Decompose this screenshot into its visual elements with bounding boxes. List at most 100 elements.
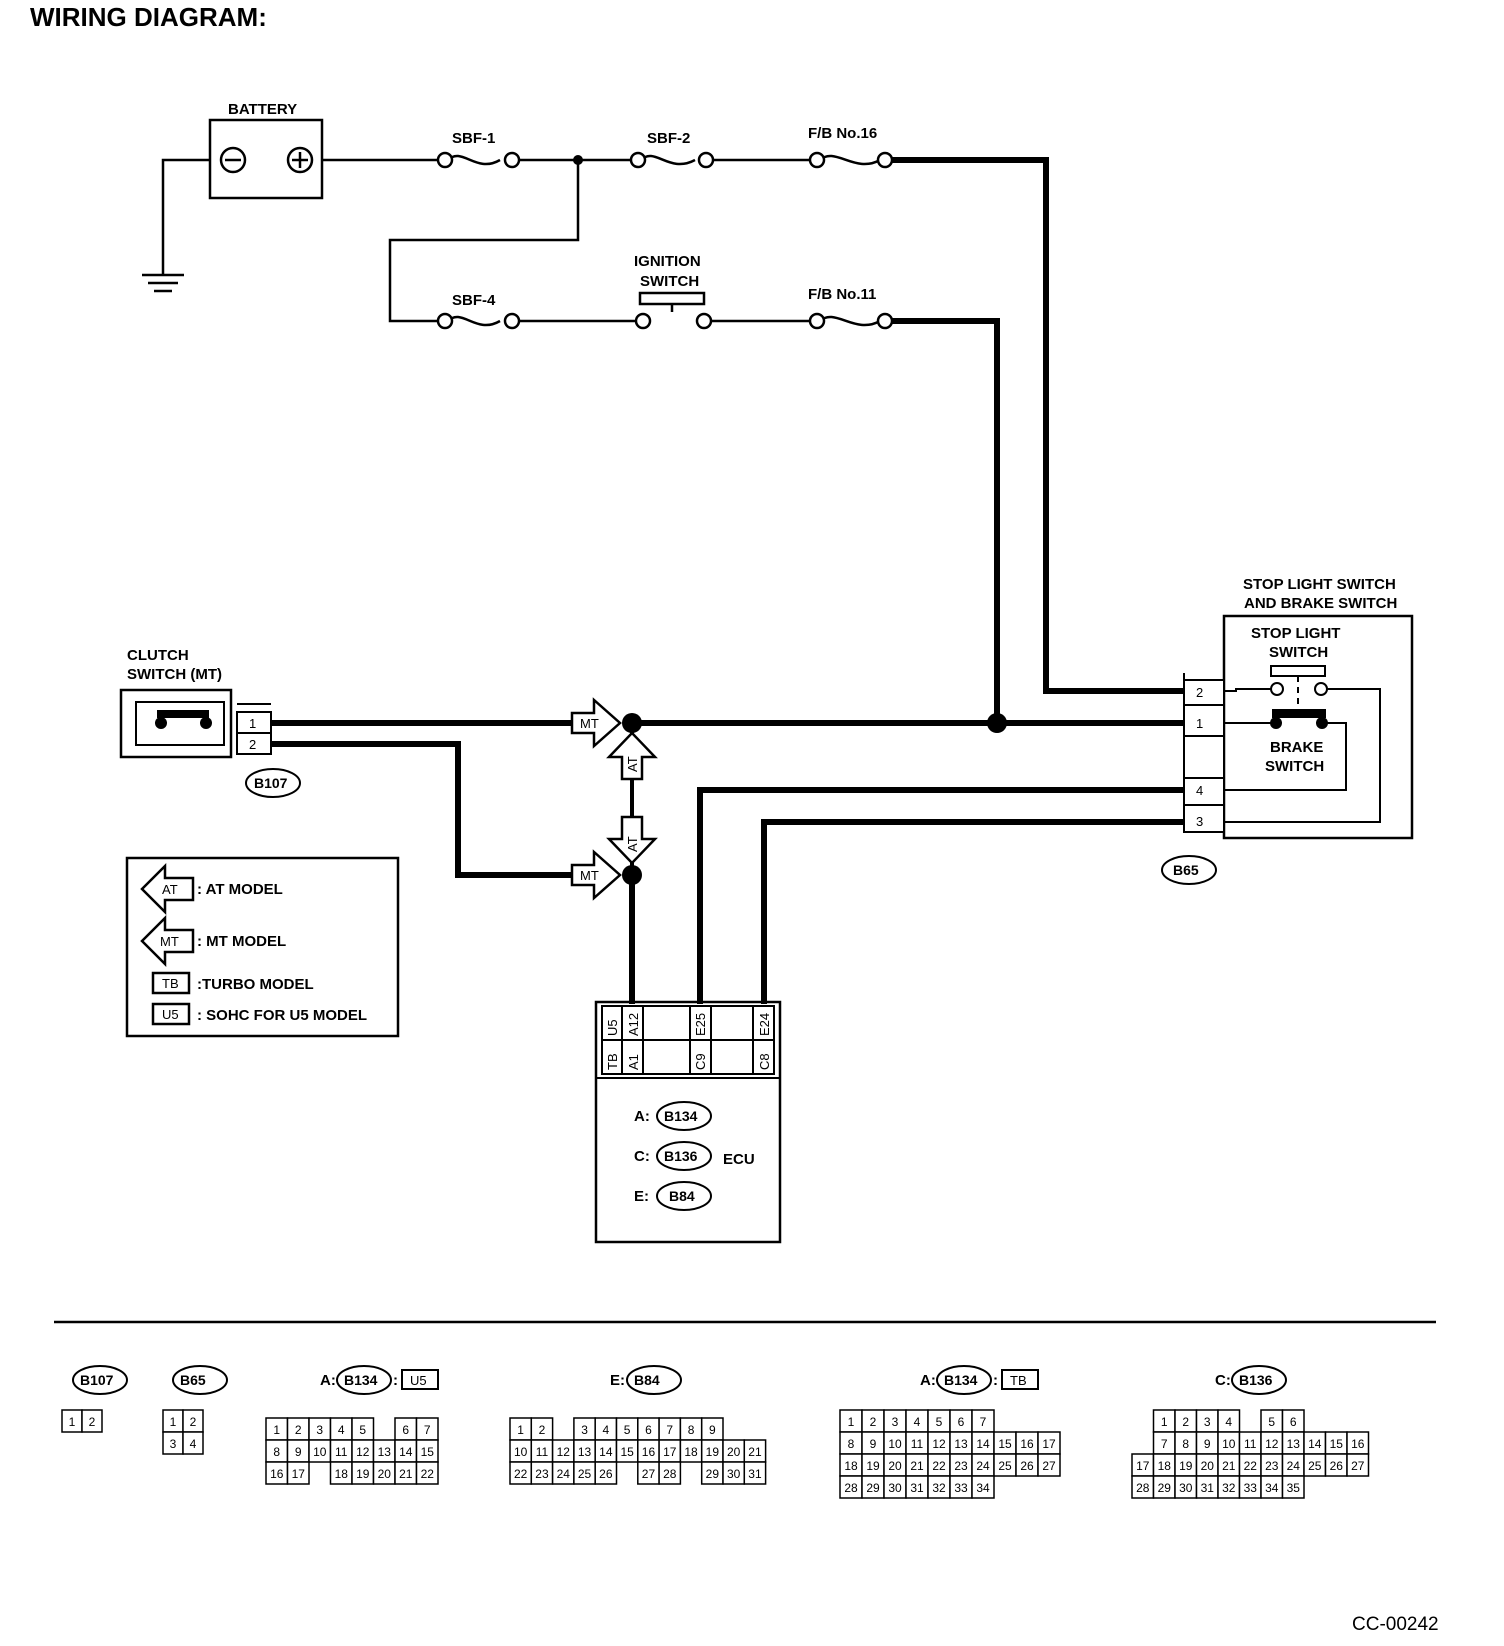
pin-number: 25 bbox=[998, 1459, 1012, 1473]
pin-cell bbox=[1281, 1475, 1305, 1499]
connector-view-name: B107 bbox=[80, 1372, 114, 1388]
pin-number: 5 bbox=[1268, 1415, 1275, 1429]
connector-view-prefix: A: bbox=[920, 1372, 936, 1389]
pin-number: 23 bbox=[1265, 1459, 1279, 1473]
pin-number: 11 bbox=[911, 1437, 924, 1451]
mt-tag: MT bbox=[580, 868, 599, 883]
connector-view-name: B65 bbox=[180, 1372, 206, 1388]
pin-cell bbox=[182, 1431, 204, 1455]
pin-number: 29 bbox=[706, 1467, 720, 1481]
pin-number: 9 bbox=[870, 1437, 877, 1451]
pin-number: 15 bbox=[998, 1437, 1012, 1451]
at-tag: AT bbox=[625, 836, 640, 852]
b107-pin: 1 bbox=[249, 716, 256, 731]
ecu-conn-prefix: E: bbox=[634, 1188, 649, 1205]
pin-number: 1 bbox=[848, 1415, 855, 1429]
connector-view-name: B134 bbox=[344, 1372, 378, 1388]
fuse-sbf1-icon bbox=[436, 151, 521, 169]
mt-tag: MT bbox=[580, 716, 599, 731]
pin-number: 4 bbox=[914, 1415, 921, 1429]
pin-number: 27 bbox=[1351, 1459, 1365, 1473]
pin-number: 5 bbox=[359, 1423, 366, 1437]
pin-number: 24 bbox=[976, 1459, 990, 1473]
pin-number: 16 bbox=[1020, 1437, 1034, 1451]
pin-number: 12 bbox=[356, 1445, 370, 1459]
pin-cell bbox=[81, 1409, 103, 1433]
pin-number: 23 bbox=[954, 1459, 968, 1473]
pin-number: 3 bbox=[581, 1423, 588, 1437]
connector-view-suffix: U5 bbox=[410, 1373, 427, 1388]
pin-number: 4 bbox=[1225, 1415, 1232, 1429]
sbf4-label: SBF-4 bbox=[452, 292, 496, 309]
pin-number: 20 bbox=[888, 1459, 902, 1473]
pin-number: 24 bbox=[557, 1467, 571, 1481]
pin-number: 16 bbox=[1351, 1437, 1365, 1451]
pin-number: 13 bbox=[954, 1437, 968, 1451]
legend-mt-icon: MT bbox=[140, 914, 195, 968]
battery-label: BATTERY bbox=[228, 101, 297, 118]
pin-cell bbox=[971, 1475, 995, 1499]
ecu-pin: E24 bbox=[757, 1013, 772, 1036]
connector-tag-oval bbox=[936, 1365, 992, 1395]
pin-number: 2 bbox=[1182, 1415, 1189, 1429]
pin-number: 7 bbox=[424, 1423, 431, 1437]
pin-number: 1 bbox=[1161, 1415, 1168, 1429]
b65-pin: 3 bbox=[1196, 814, 1203, 829]
connector-view-prefix: C: bbox=[1215, 1372, 1231, 1389]
pin-number: 11 bbox=[335, 1445, 348, 1459]
pin-number: 20 bbox=[378, 1467, 392, 1481]
connector-view-suffix: TB bbox=[1010, 1373, 1027, 1388]
connector-view-name: B136 bbox=[1239, 1372, 1273, 1388]
connector-view-suffix-box bbox=[1001, 1369, 1039, 1390]
legend: AT : AT MODEL MT : MT MODEL TB :TURBO MO… bbox=[125, 856, 400, 1038]
pin-number: 11 bbox=[536, 1445, 549, 1459]
legend-text: : MT MODEL bbox=[197, 933, 286, 950]
pin-number: 31 bbox=[1201, 1481, 1215, 1495]
pin-number: 18 bbox=[684, 1445, 698, 1459]
pin-number: 32 bbox=[1222, 1481, 1236, 1495]
pin-number: 29 bbox=[1158, 1481, 1172, 1495]
ecu-pin: U5 bbox=[605, 1019, 620, 1036]
pin-number: 8 bbox=[273, 1445, 280, 1459]
pin-number: 14 bbox=[599, 1445, 613, 1459]
pin-number: 5 bbox=[936, 1415, 943, 1429]
stop-light-label-2: SWITCH bbox=[1269, 644, 1328, 661]
fuse-fb16-icon bbox=[808, 151, 894, 169]
pin-number: 21 bbox=[748, 1445, 762, 1459]
pin-number: 13 bbox=[578, 1445, 592, 1459]
pin-number: 18 bbox=[844, 1459, 858, 1473]
connector-tag-oval bbox=[626, 1365, 682, 1395]
pin-number: 2 bbox=[89, 1415, 96, 1429]
legend-tag: U5 bbox=[162, 1007, 179, 1022]
b65-pin: 2 bbox=[1196, 685, 1203, 700]
pin-cell bbox=[658, 1461, 682, 1485]
harness-wires bbox=[270, 157, 1190, 1004]
fb11-label: F/B No.11 bbox=[808, 286, 876, 303]
pin-number: 17 bbox=[1042, 1437, 1056, 1451]
at-tag: AT bbox=[625, 756, 640, 772]
pin-number: 2 bbox=[190, 1415, 197, 1429]
at-arrow-upper: AT bbox=[606, 731, 658, 781]
b65-pin: 4 bbox=[1196, 783, 1203, 798]
pin-number: 12 bbox=[557, 1445, 571, 1459]
fuse-sbf4-icon bbox=[436, 312, 521, 330]
pin-number: 7 bbox=[1161, 1437, 1168, 1451]
ecu-pin: A1 bbox=[626, 1054, 641, 1070]
pin-number: 22 bbox=[514, 1467, 528, 1481]
pin-number: 27 bbox=[1042, 1459, 1056, 1473]
pin-number: 31 bbox=[910, 1481, 924, 1495]
pin-number: 12 bbox=[1265, 1437, 1279, 1451]
pin-number: 19 bbox=[1179, 1459, 1193, 1473]
pin-number: 10 bbox=[888, 1437, 902, 1451]
pin-number: 6 bbox=[645, 1423, 652, 1437]
pin-number: 28 bbox=[663, 1467, 677, 1481]
connector-view-prefix: A: bbox=[320, 1372, 336, 1389]
ecu: U5 A12 E25 E24 TB A1 C9 C8 A: B134 C: B1… bbox=[594, 1000, 782, 1244]
pin-number: 7 bbox=[980, 1415, 987, 1429]
stop-light-label-1: STOP LIGHT bbox=[1251, 625, 1340, 642]
pin-number: 17 bbox=[292, 1467, 306, 1481]
connector-tag-oval bbox=[336, 1365, 392, 1395]
pin-number: 20 bbox=[727, 1445, 741, 1459]
